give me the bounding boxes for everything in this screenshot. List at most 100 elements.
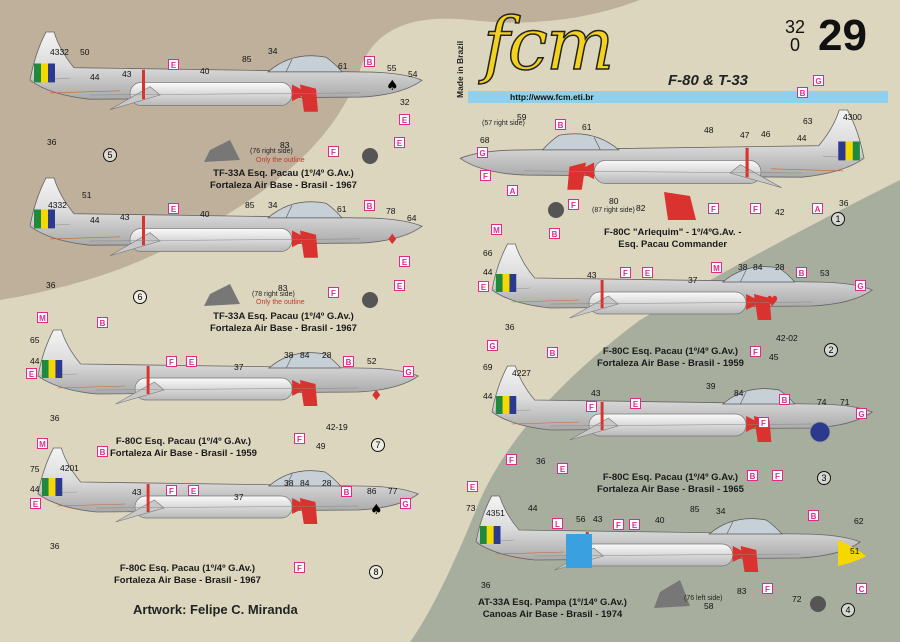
caption-profile-6: TF-33A Esq. Pacau (1º/4º G.Av.) Fortalez… (210, 311, 357, 334)
blue-stars-band (566, 534, 592, 568)
marker: M (37, 438, 48, 449)
callout: 73 (466, 503, 476, 513)
callout: 66 (483, 248, 493, 258)
callout: 50 (80, 47, 90, 57)
callout: 69 (483, 362, 493, 372)
callout: 71 (840, 397, 850, 407)
callout: 44 (483, 391, 493, 401)
marker: F (166, 356, 177, 367)
callout: 51 (850, 546, 860, 556)
marker: B (341, 486, 352, 497)
marker: F (294, 562, 305, 573)
scale-top: 32 (785, 17, 806, 37)
caption-line2: Canoas Air Base - Brasil - 1974 (482, 608, 623, 620)
note-right-side-1: (57 right side) (482, 120, 525, 127)
spade-insignia-5: ♠ (386, 78, 399, 94)
caption-line1: TF-33A Esq. Pacau (1º/4º G.Av.) (213, 168, 354, 179)
caption-profile-3: F-80C Esq. Pacau (1º/4º G.Av.) Fortaleza… (597, 472, 744, 495)
caption-line1: F-80C Esq. Pacau (1º/4º G.Av.) (119, 563, 256, 574)
callout: 64 (407, 213, 417, 223)
marker: F (750, 346, 761, 357)
sheet-number: 29 (818, 11, 867, 60)
profile-index-2: 2 (824, 343, 838, 357)
callout: 75 (30, 464, 40, 474)
callout: 85 (242, 54, 252, 64)
marker: B (808, 510, 819, 521)
main-wheel-5 (362, 148, 378, 164)
marker: F (758, 417, 769, 428)
callout: 74 (817, 397, 827, 407)
profile-index-5: 5 (103, 148, 117, 162)
callout: 36 (47, 137, 57, 147)
callout: 86 (367, 486, 377, 496)
marker: F (772, 470, 783, 481)
website-link[interactable]: http://www.fcm.eti.br (510, 92, 594, 102)
callout: 28 (322, 350, 332, 360)
marker: B (555, 119, 566, 130)
marker: E (168, 203, 179, 214)
marker: B (547, 347, 558, 358)
marker: B (364, 56, 375, 67)
callout: 36 (46, 280, 56, 290)
caption-line1: F-80C Esq. Pacau (1º/4º G.Av.) (602, 472, 739, 483)
caption-profile-5: TF-33A Esq. Pacau (1º/4º G.Av.) Fortalez… (210, 168, 357, 191)
callout: 43 (122, 69, 132, 79)
marker: F (620, 267, 631, 278)
callout: 46 (761, 129, 771, 139)
callout: 43 (587, 270, 597, 280)
callout: 44 (30, 484, 40, 494)
profile-index-6: 6 (133, 290, 147, 304)
marker: G (400, 498, 411, 509)
profile-index-7: 7 (371, 438, 385, 452)
note-right-side-5: (76 right side) (250, 148, 293, 155)
caption-line2: Fortaleza Air Base - Brasil - 1959 (597, 357, 744, 369)
marker: B (797, 87, 808, 98)
marker: B (97, 446, 108, 457)
marker: E (394, 137, 405, 148)
caption-line2: Fortaleza Air Base - Brasil - 1967 (210, 179, 357, 191)
callout: 61 (337, 204, 347, 214)
caption-line2: Fortaleza Air Base - Brasil - 1959 (110, 447, 257, 459)
callout: 36 (505, 322, 515, 332)
serial-8: 4201 (60, 463, 79, 473)
main-wheel-6 (362, 292, 378, 308)
note-right-side-1b: (87 right side) (592, 207, 635, 214)
callout: 34 (268, 46, 278, 56)
marker: B (97, 317, 108, 328)
callout: 34 (268, 200, 278, 210)
callout: 44 (90, 215, 100, 225)
serial-3: 4227 (512, 368, 531, 378)
marker: B (343, 356, 354, 367)
marker: F (708, 203, 719, 214)
marker: B (747, 470, 758, 481)
serial-1: 4300 (843, 112, 862, 122)
callout: 43 (591, 388, 601, 398)
caption-profile-2: F-80C Esq. Pacau (1º/4º G.Av.) Fortaleza… (597, 346, 744, 369)
callout: 45 (769, 352, 779, 362)
marker: E (168, 59, 179, 70)
callout: 39 (706, 381, 716, 391)
caption-line2: Esq. Pacau Commander (618, 238, 728, 250)
callout: 62 (854, 516, 864, 526)
marker: B (796, 267, 807, 278)
callout: 38 (284, 350, 294, 360)
callout: 68 (480, 135, 490, 145)
marker: F (613, 519, 624, 530)
callout: 44 (528, 503, 538, 513)
marker: A (507, 185, 518, 196)
scale-indicator: 32 0 (785, 18, 805, 54)
diamond-insignia-7: ♦ (370, 388, 383, 404)
red-tank-1 (664, 192, 696, 220)
callout: 83 (280, 140, 290, 150)
callout: 43 (120, 212, 130, 222)
marker: C (856, 583, 867, 594)
callout: 61 (582, 122, 592, 132)
profile-index-1: 1 (831, 212, 845, 226)
callout: 65 (30, 335, 40, 345)
serial-5: 4332 (50, 47, 69, 57)
profile-index-3: 3 (817, 471, 831, 485)
marker: G (487, 340, 498, 351)
gear-strut-4 (654, 580, 690, 608)
callout: 52 (367, 356, 377, 366)
gear-strut-5 (204, 140, 240, 162)
